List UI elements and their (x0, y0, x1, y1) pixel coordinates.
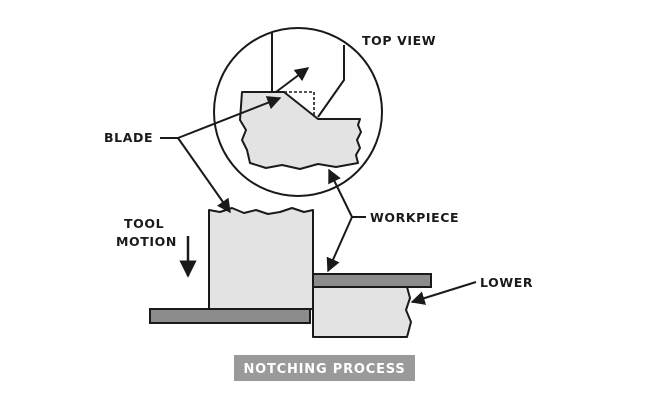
workpiece-plate (312, 273, 432, 288)
top-view-blade-arrow (275, 67, 310, 93)
lower-plate-left (149, 308, 311, 324)
blade-leaders (160, 96, 282, 214)
top-view-notch-dashed (284, 91, 315, 116)
caption-text: NOTCHING PROCESS (243, 362, 405, 377)
top-view-label: TOP VIEW (362, 33, 436, 48)
workpiece-leaders (326, 168, 366, 273)
top-view-workpiece (239, 91, 362, 170)
workpiece-label: WORKPIECE (370, 210, 459, 225)
top-view-inset (213, 27, 383, 197)
lower-block (312, 286, 412, 338)
top-view-blade-outline (271, 33, 345, 118)
tool-motion-label-line1: TOOL (124, 216, 164, 231)
caption-box (234, 355, 415, 381)
blade-label: BLADE (104, 130, 153, 145)
lower-label: LOWER (480, 275, 533, 290)
tool-motion-label-line2: MOTION (116, 234, 177, 249)
blade-block (208, 207, 314, 310)
lower-leader (410, 281, 477, 305)
